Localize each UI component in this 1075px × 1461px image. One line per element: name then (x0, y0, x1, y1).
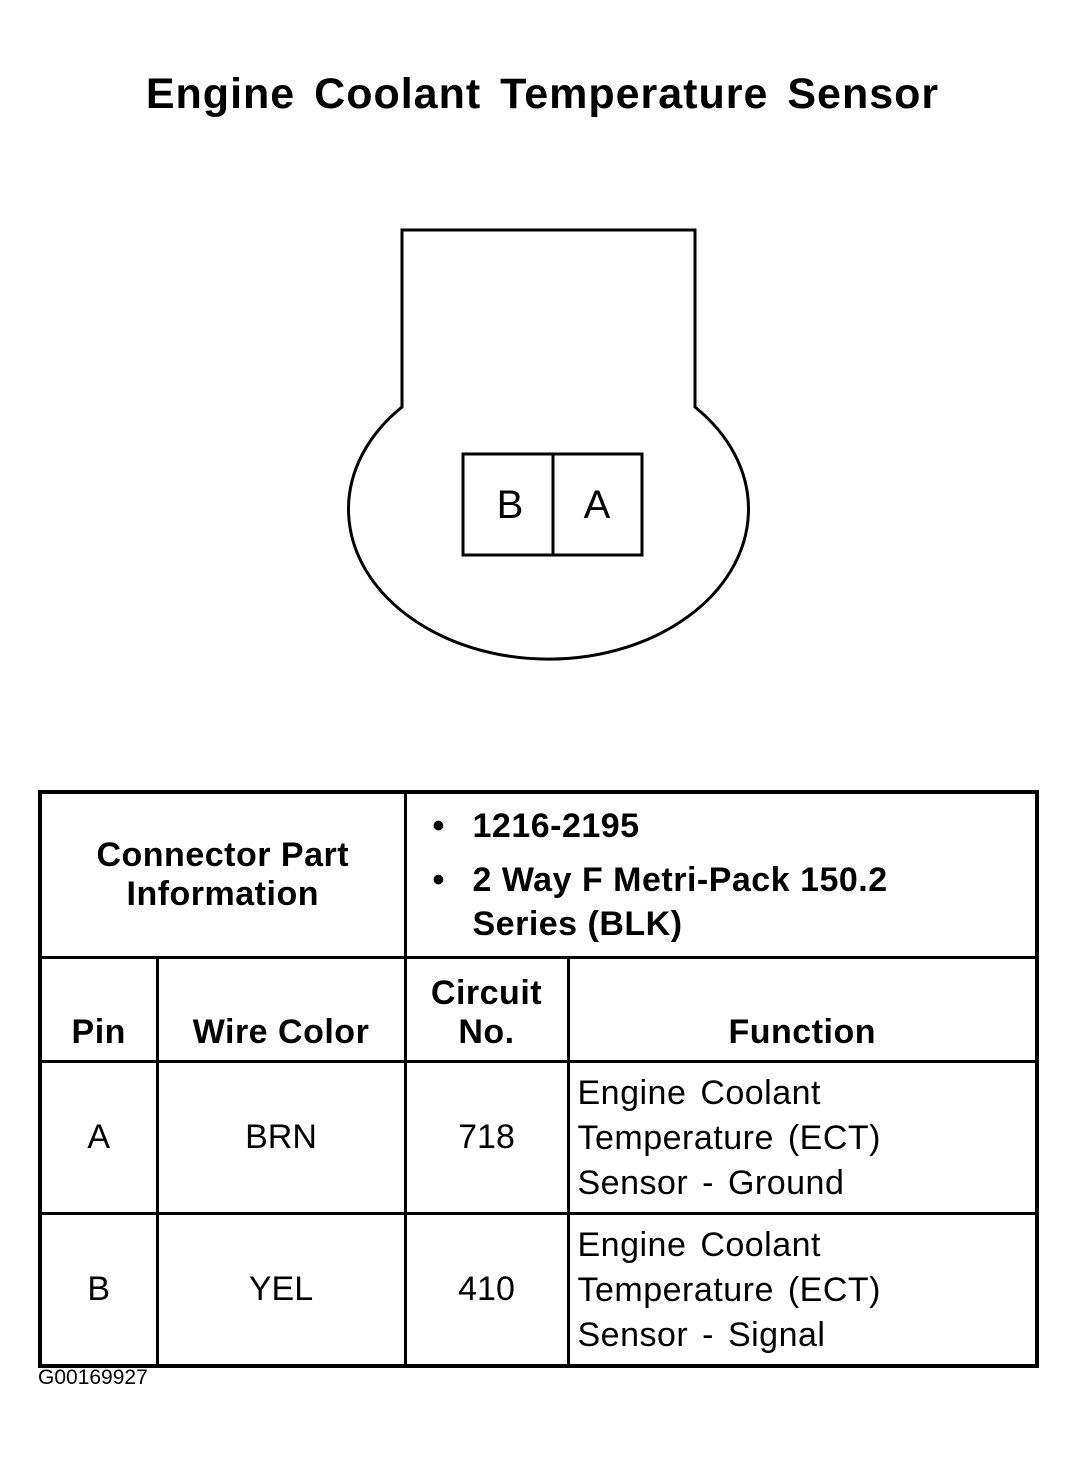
connector-type-line2: Series (BLK) (472, 905, 683, 943)
row-function-line: Engine Coolant (577, 1226, 822, 1264)
row-function-line: Temperature (ECT) (577, 1271, 881, 1309)
part-info-label-line1: Connector Part (96, 836, 350, 874)
part-info-item: • 2 Way F Metri-Pack 150.2 Series (BLK) (433, 858, 1036, 946)
cavity-label-b: B (497, 483, 524, 527)
header-row: Pin Wire Color Circuit No. Function (38, 956, 1039, 1063)
header-function: Function (566, 956, 1039, 1063)
row-function-line: Sensor - Signal (577, 1316, 826, 1354)
row-circuit: 718 (403, 1060, 570, 1215)
row-pin: B (38, 1212, 159, 1368)
row-function: Engine Coolant Temperature (ECT) Sensor … (566, 1060, 1039, 1215)
row-wire-color: BRN (155, 1060, 407, 1215)
table-row: B YEL 410 Engine Coolant Temperature (EC… (38, 1212, 1039, 1368)
connector-body-outline (347, 228, 750, 661)
header-wire-color: Wire Color (155, 956, 407, 1063)
bullet: • (432, 861, 445, 899)
header-pin: Pin (38, 956, 159, 1063)
row-function-line: Temperature (ECT) (577, 1119, 881, 1157)
row-function-line: Engine Coolant (577, 1074, 822, 1112)
table-row: A BRN 718 Engine Coolant Temperature (EC… (38, 1060, 1039, 1215)
part-info-item: • 1216-2195 (433, 804, 1036, 848)
cavity-label-a: A (584, 483, 611, 527)
part-info-label-line2: Information (126, 875, 319, 913)
part-number: 1216-2195 (472, 807, 640, 845)
part-info-label: Connector Part Information (38, 790, 407, 959)
row-pin: A (38, 1060, 159, 1215)
row-function: Engine Coolant Temperature (ECT) Sensor … (566, 1212, 1039, 1368)
pinout-table: Connector Part Information • 1216-2195 •… (38, 790, 1039, 1368)
header-circuit-line1: Circuit (430, 974, 543, 1012)
header-circuit-line2: No. (458, 1013, 515, 1051)
part-info-details: • 1216-2195 • 2 Way F Metri-Pack 150.2 S… (403, 790, 1039, 959)
figure-id: G00169927 (38, 1366, 148, 1389)
connector-diagram: B A (347, 228, 750, 661)
header-circuit: Circuit No. (403, 956, 570, 1063)
bullet: • (432, 807, 445, 845)
row-circuit: 410 (403, 1212, 570, 1368)
page-title: Engine Coolant Temperature Sensor (145, 70, 940, 118)
row-wire-color: YEL (155, 1212, 407, 1368)
part-info-row: Connector Part Information • 1216-2195 •… (38, 790, 1039, 959)
part-info-list: • 1216-2195 • 2 Way F Metri-Pack 150.2 S… (407, 794, 1036, 956)
connector-type-line1: 2 Way F Metri-Pack 150.2 (472, 861, 888, 899)
row-function-line: Sensor - Ground (577, 1164, 845, 1202)
